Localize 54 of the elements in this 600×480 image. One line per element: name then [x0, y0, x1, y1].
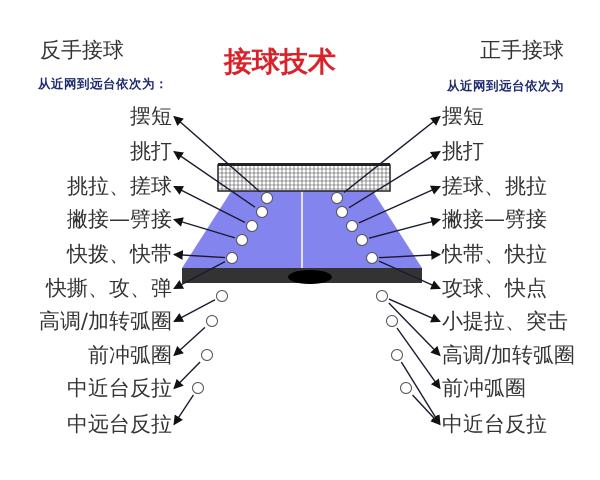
ball-marker: [376, 290, 388, 302]
technique-label: 挑打: [442, 141, 484, 162]
ball-marker: [192, 382, 204, 394]
arrow: [173, 299, 216, 322]
arrow: [173, 217, 236, 239]
technique-label: 攻球、快点: [442, 278, 547, 299]
heading: 正手接球: [480, 40, 564, 61]
arrow: [396, 328, 441, 390]
arrow: [348, 150, 441, 208]
technique-label: 快带、快拉: [442, 244, 547, 265]
arrow: [173, 116, 260, 192]
arrow: [344, 116, 441, 193]
technique-label: 快拨、快带: [67, 244, 172, 265]
technique-label: 摆短: [442, 106, 484, 127]
heading: 反手接球: [40, 40, 124, 61]
arrow: [388, 298, 441, 322]
technique-label: 前冲弧圈: [88, 345, 172, 366]
technique-label: 中近台反拉: [442, 414, 547, 435]
arrow: [173, 186, 246, 224]
arrow: [412, 394, 441, 426]
arrow: [173, 150, 256, 208]
subheading: 从近网到远台依次为: [447, 80, 564, 92]
arrow: [173, 250, 226, 260]
technique-label: 中近台反拉: [67, 378, 172, 399]
ball-marker: [400, 382, 412, 394]
technique-label: 撇接—劈接: [442, 209, 547, 230]
arrow: [388, 302, 441, 356]
arrow: [173, 362, 201, 390]
arrow: [358, 186, 441, 224]
technique-label: 中远台反拉: [67, 414, 172, 435]
technique-label: 高调/加转弧圈: [442, 345, 576, 366]
title: 接球技术: [224, 48, 336, 76]
technique-label: 挑拉、搓球: [67, 176, 172, 197]
arrow: [378, 260, 441, 290]
arrow: [173, 261, 226, 290]
technique-label: 挑打: [130, 141, 172, 162]
arrow: [173, 394, 194, 426]
ball-marker: [391, 349, 403, 361]
technique-label: 小提拉、突击: [442, 311, 568, 332]
arrow: [173, 326, 206, 356]
arrow: [368, 217, 441, 239]
ball-marker: [386, 315, 398, 327]
subheading: 从近网到远台依次为：: [38, 78, 168, 90]
arrow: [400, 362, 441, 426]
technique-label: 摆短: [130, 106, 172, 127]
technique-label: 撇接—劈接: [67, 209, 172, 230]
technique-label: 前冲弧圈: [442, 378, 526, 399]
arrow: [378, 250, 441, 260]
ball-marker: [206, 315, 218, 327]
ball-marker: [216, 290, 228, 302]
ball-marker: [201, 349, 213, 361]
technique-label: 快撕、攻、弹: [46, 278, 172, 299]
technique-label: 高调/加转弧圈: [38, 311, 172, 332]
technique-label: 搓球、挑拉: [442, 176, 547, 197]
